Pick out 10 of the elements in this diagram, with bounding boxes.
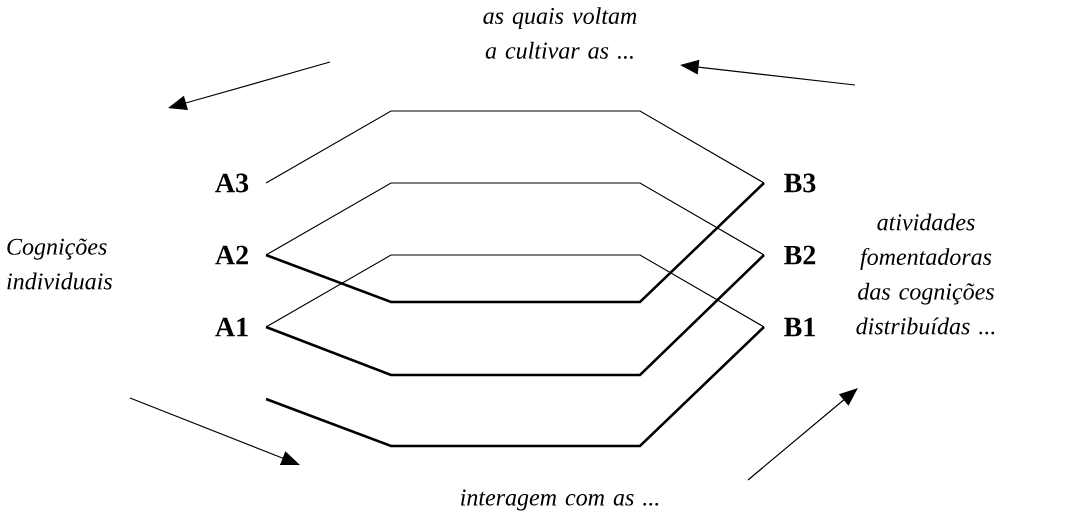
italic-text: as quais voltam a cultivar as ...	[483, 7, 637, 59]
point-label: A1	[215, 317, 248, 337]
point-label: B3	[784, 173, 816, 193]
point-label: A3	[215, 173, 249, 193]
point-label: A2	[215, 245, 248, 265]
point-label: B2	[784, 245, 816, 265]
point-label: B1	[784, 317, 815, 337]
italic-text: Cognições individuais	[7, 238, 112, 290]
italic-text: interagem com as ...	[461, 489, 659, 511]
italic-text: atividades fomentadoras das cognições distribuídas ...	[856, 213, 995, 335]
